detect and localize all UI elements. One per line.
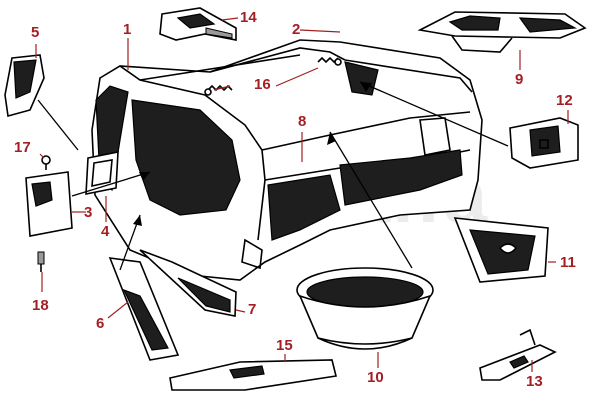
part-12-latch-housing — [509, 117, 579, 169]
part-10-spare-wheel-tub — [296, 267, 434, 350]
arrow-part-5 — [37, 99, 79, 151]
callout-15: 15 — [276, 337, 293, 354]
part-15-sill-strip — [169, 359, 337, 391]
part-13-latch-bracket — [479, 328, 557, 381]
part-14-top-bracket — [159, 7, 237, 41]
callout-14: 14 — [240, 9, 257, 26]
boot-tub-assembly — [91, 39, 483, 281]
part-4-gasket-frame — [85, 151, 119, 195]
callout-8: 8 — [298, 113, 307, 130]
callout-5: 5 — [31, 24, 40, 41]
callout-18: 18 — [32, 297, 49, 314]
spring-right — [317, 56, 342, 66]
callout-11: 11 — [560, 254, 576, 271]
callout-13: 13 — [526, 373, 543, 390]
callout-12: 12 — [556, 92, 573, 109]
part-7-lower-panel — [139, 249, 237, 317]
callout-6: 6 — [96, 315, 105, 332]
part-6-lower-panel — [108, 257, 180, 361]
callout-4: 4 — [101, 223, 110, 240]
callout-16: 16 — [254, 76, 271, 93]
arrow-part-4 — [71, 171, 151, 197]
callout-9: 9 — [515, 71, 524, 88]
callout-17: 17 — [14, 139, 31, 156]
part-18-stud — [37, 251, 45, 272]
part-9-shelf-tray — [417, 11, 587, 53]
callout-3: 3 — [84, 204, 93, 221]
arrow-part-12 — [359, 81, 509, 147]
part-11-side-pocket — [453, 217, 549, 283]
callout-10: 10 — [367, 369, 384, 386]
part-17-knob — [41, 155, 51, 170]
leader-lines — [35, 17, 569, 372]
part-3-side-trim — [25, 171, 73, 237]
part-5-side-bracket — [4, 54, 45, 118]
callout-2: 2 — [292, 21, 301, 38]
callout-1: 1 — [123, 21, 132, 38]
callout-7: 7 — [248, 301, 257, 318]
arrow-part-6 — [119, 214, 142, 271]
arrow-part-10 — [327, 131, 413, 269]
